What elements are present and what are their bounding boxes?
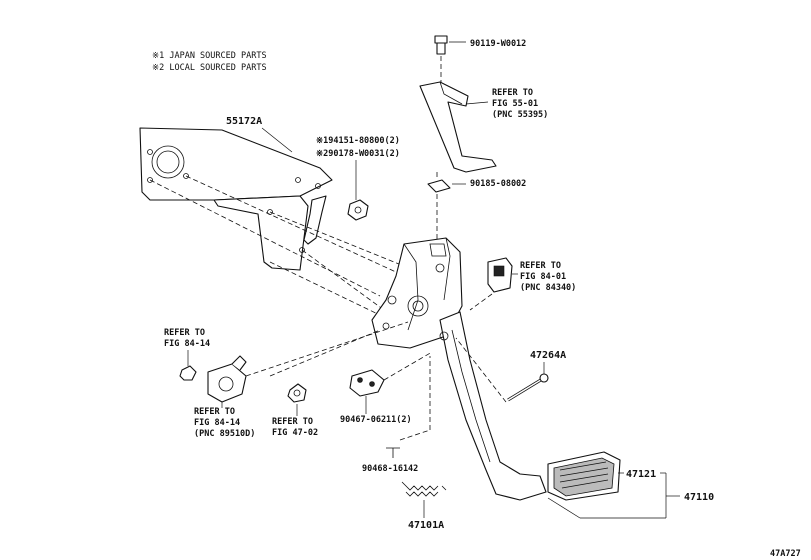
stop-lamp-switch[interactable] [487, 257, 513, 293]
label-90119: 90119-W0012 [470, 39, 526, 49]
label-47101a: 47101A [408, 520, 444, 531]
support-bracket[interactable] [419, 81, 497, 173]
label-90467: 90467-06211(2) [340, 415, 412, 425]
ref-fig55-line1: REFER TO [492, 88, 533, 98]
ref-fig84-line1: REFER TO [520, 261, 561, 271]
ref-fig8414b-line1: REFER TO [194, 407, 235, 417]
ref-fig55-line3: (PNC 55395) [492, 110, 548, 120]
label-47264a: 47264A [530, 350, 566, 361]
bolt-90119[interactable] [434, 35, 448, 55]
ref-fig8414a-line2: FIG 84-14 [164, 339, 210, 349]
legend-local-sourced: ※2 LOCAL SOURCED PARTS [152, 63, 267, 73]
label-290178: ※290178-W0031(2) [316, 149, 400, 159]
label-47121: 47121 [626, 469, 656, 480]
return-spring-47101a[interactable] [401, 481, 447, 497]
label-90185: 90185-08002 [470, 179, 526, 189]
nut-ref-84-14[interactable] [179, 365, 197, 381]
position-sensor[interactable] [207, 355, 247, 403]
ref-fig8414b-line3: (PNC 89510D) [194, 429, 255, 439]
nut-290178[interactable] [347, 199, 369, 221]
bolt-194151[interactable] [303, 195, 327, 245]
label-55172a: 55172A [226, 116, 262, 127]
brake-pedal-arm[interactable] [439, 311, 547, 501]
pedal-support-assembly[interactable] [371, 237, 463, 349]
clip-90468[interactable] [386, 447, 400, 458]
ref-fig47-line2: FIG 47-02 [272, 428, 318, 438]
label-194151: ※194151-80800(2) [316, 136, 400, 146]
nut-ref-47-02[interactable] [287, 383, 307, 403]
label-90468: 90468-16142 [362, 464, 418, 474]
ref-fig8414a-line1: REFER TO [164, 328, 205, 338]
label-47110: 47110 [684, 492, 714, 503]
legend-japan-sourced: ※1 JAPAN SOURCED PARTS [152, 51, 267, 61]
ref-fig8414b-line2: FIG 84-14 [194, 418, 240, 428]
clip-90185[interactable] [427, 179, 451, 193]
pedal-pad-47121[interactable] [547, 451, 621, 501]
ref-fig84-line3: (PNC 84340) [520, 283, 576, 293]
ref-fig84-line2: FIG 84-01 [520, 272, 566, 282]
ref-fig55-line2: FIG 55-01 [492, 99, 538, 109]
clip-90467[interactable] [349, 369, 385, 397]
pin-47264a[interactable] [507, 373, 549, 402]
bracket-55172a[interactable] [139, 127, 333, 271]
ref-fig47-line1: REFER TO [272, 417, 313, 427]
diagram-code: 47A727 [770, 549, 801, 559]
